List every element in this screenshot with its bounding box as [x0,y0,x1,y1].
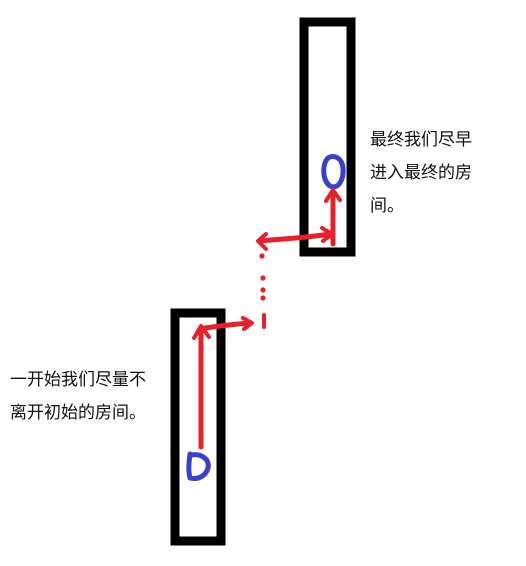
dot-4 [260,275,266,281]
end-marker [321,153,346,190]
caption-start-room: 一开始我们尽量不 离开初始的房间。 [10,364,146,430]
caption-end-line-3: 间。 [370,196,404,216]
start-marker [186,451,211,481]
dot-2 [260,295,266,301]
caption-end-line-2: 进入最终的房 [370,163,472,183]
dotted-path [259,253,266,329]
dot-1 [262,313,266,329]
path-exit-start-room [202,320,253,331]
arrowhead-up-end [324,188,342,203]
arrowhead-right-exit [241,316,254,331]
caption-start-line-2: 离开初始的房间。 [10,403,146,423]
caption-end-line-1: 最终我们尽早 [370,130,472,150]
path-into-end-room [257,231,333,244]
dot-3 [260,287,266,293]
arrowhead-up-start [192,324,211,340]
end-room [299,17,356,257]
caption-end-room: 最终我们尽早 进入最终的房 间。 [370,124,472,223]
start-room [170,308,226,546]
caption-start-line-1: 一开始我们尽量不 [10,370,146,390]
dot-5 [259,253,265,259]
